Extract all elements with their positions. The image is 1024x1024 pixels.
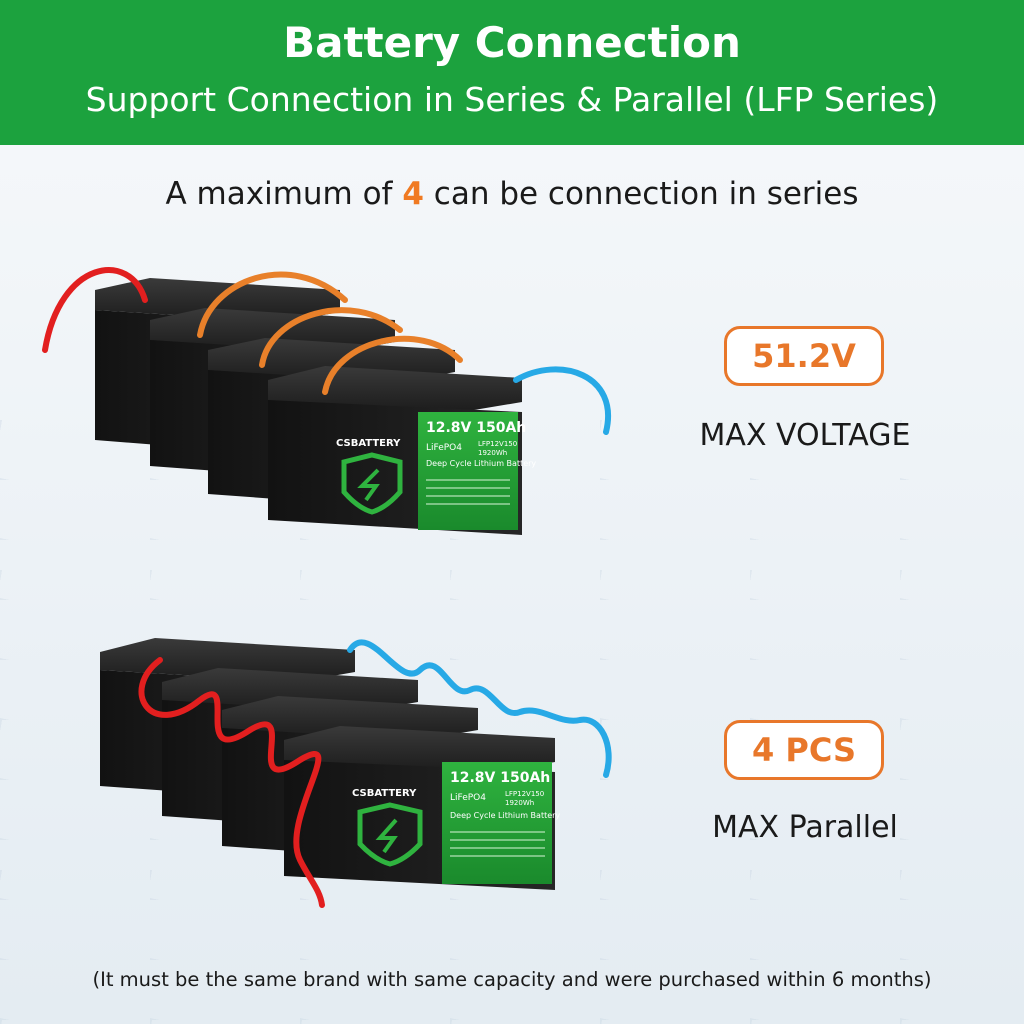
parallel-battery-4: 12.8V 150Ah LiFePO4 LFP12V150 1920Wh Dee… [284,726,560,890]
parallel-battery-spec-label [442,762,552,884]
series-orange-cable-1 [197,271,348,338]
max-voltage-label: MAX VOLTAGE [699,418,911,453]
series-count: 4 [402,176,424,212]
series-heading: A maximum of 4 can be connection in seri… [0,176,1024,212]
parallel-battery-chemistry: LiFePO4 [450,793,486,803]
battery-model: LFP12V150 [478,440,517,448]
max-parallel-label: MAX Parallel [712,810,898,845]
series-orange-cable-3 [322,335,463,395]
series-blue-cable [513,366,611,435]
battery-spec-label [418,412,518,530]
parallel-battery-group: 12.8V 150Ah LiFePO4 LFP12V150 1920Wh Dee… [100,638,612,908]
battery-voltage-capacity: 12.8V 150Ah [426,420,526,436]
series-red-cable [42,267,148,353]
battery-energy: 1920Wh [478,449,507,457]
series-heading-suffix: can be connection in series [423,176,859,212]
parallel-lightning-logo-icon [375,818,398,854]
battery-type: Deep Cycle Lithium Battery [426,459,536,468]
series-orange-cable-2 [259,307,403,368]
parallel-battery-model: LFP12V150 [505,790,544,798]
parallel-battery-voltage-capacity: 12.8V 150Ah [450,770,550,786]
battery-chemistry: LiFePO4 [426,443,462,453]
max-parallel-badge: 4 PCS [724,720,884,780]
parallel-blue-cable [347,639,612,778]
series-battery-group: 12.8V 150Ah LiFePO4 LFP12V150 1920Wh Dee… [42,267,611,535]
parallel-red-cable [138,657,325,908]
parallel-battery-energy: 1920Wh [505,799,534,807]
header-banner: Battery Connection Support Connection in… [0,0,1024,145]
series-heading-prefix: A maximum of [165,176,403,212]
parallel-battery-brand-logo: CSBATTERY [352,788,417,799]
page-title: Battery Connection [283,18,741,67]
parallel-battery-type: Deep Cycle Lithium Battery [450,811,560,820]
shield-logo-icon [341,452,403,515]
parallel-shield-logo-icon [357,802,423,867]
footer-note: (It must be the same brand with same cap… [92,968,932,991]
lightning-logo-icon [357,468,380,502]
battery-brand-logo: CSBATTERY [336,438,401,449]
series-battery-4: 12.8V 150Ah LiFePO4 LFP12V150 1920Wh Dee… [268,366,536,535]
max-voltage-badge: 51.2V [724,326,884,386]
page-subtitle: Support Connection in Series & Parallel … [85,80,939,119]
